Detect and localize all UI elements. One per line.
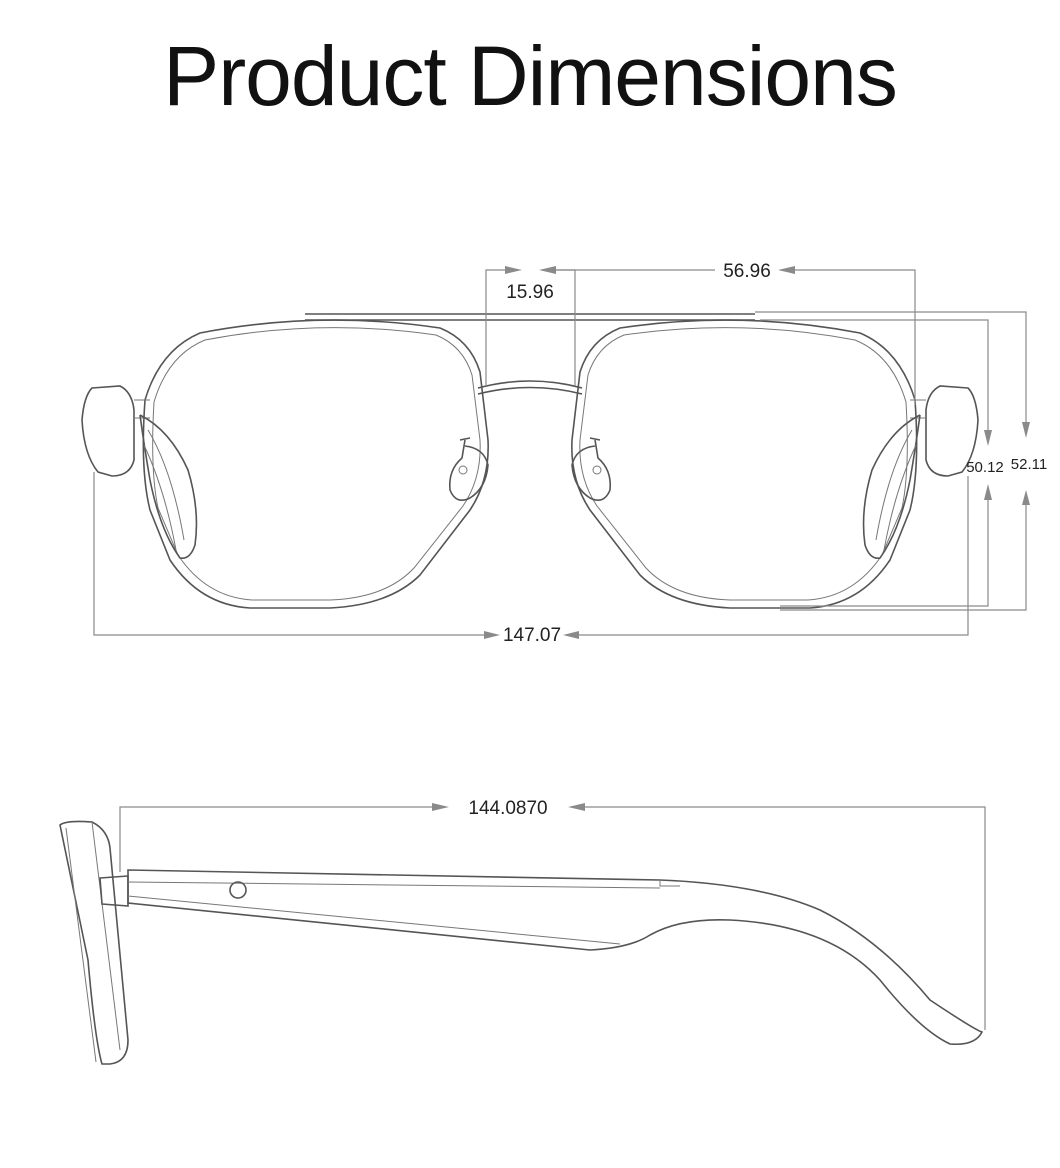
side-temple-detail bbox=[127, 881, 661, 945]
temple-length-label: 144.0870 bbox=[468, 798, 547, 819]
right-lens-inner bbox=[579, 327, 908, 601]
right-temple-arm bbox=[862, 414, 921, 560]
side-hinge bbox=[99, 875, 129, 907]
top-bar bbox=[305, 313, 755, 321]
bridge bbox=[477, 380, 583, 395]
right-nose-pad-screw bbox=[592, 465, 602, 475]
left-nose-pad-screw bbox=[458, 465, 468, 475]
side-view bbox=[59, 820, 984, 1065]
right-lens-frame bbox=[571, 319, 918, 609]
left-hinge bbox=[81, 385, 135, 477]
right-hinge bbox=[925, 385, 979, 477]
lens-height-outer-label: 52.11 bbox=[1011, 456, 1047, 473]
left-temple-arm bbox=[139, 414, 198, 560]
right-temple-detail bbox=[875, 429, 917, 551]
left-nose-pad bbox=[448, 437, 489, 501]
side-temple-arm bbox=[127, 869, 984, 1046]
lens-width-label: 56.96 bbox=[723, 261, 771, 282]
side-seam bbox=[659, 880, 680, 887]
front-dimension-lines bbox=[93, 266, 1030, 639]
lens-height-inner-label: 50.12 bbox=[966, 459, 1004, 476]
side-frame-edge bbox=[65, 821, 121, 1063]
left-lens-frame bbox=[142, 319, 489, 609]
side-dimension-lines bbox=[119, 803, 986, 1030]
page-title: Product Dimensions bbox=[163, 29, 898, 123]
side-frame-front bbox=[59, 820, 129, 1065]
right-nose-pad bbox=[571, 437, 612, 501]
front-view bbox=[81, 313, 979, 609]
bridge-width-label: 15.96 bbox=[506, 282, 554, 303]
right-hinge-pin bbox=[910, 399, 926, 419]
frame-width-label: 147.07 bbox=[503, 625, 561, 646]
side-sensor-dot bbox=[229, 881, 247, 899]
left-hinge-pin bbox=[134, 399, 150, 419]
left-temple-detail bbox=[143, 429, 185, 551]
left-lens-inner bbox=[152, 327, 481, 601]
